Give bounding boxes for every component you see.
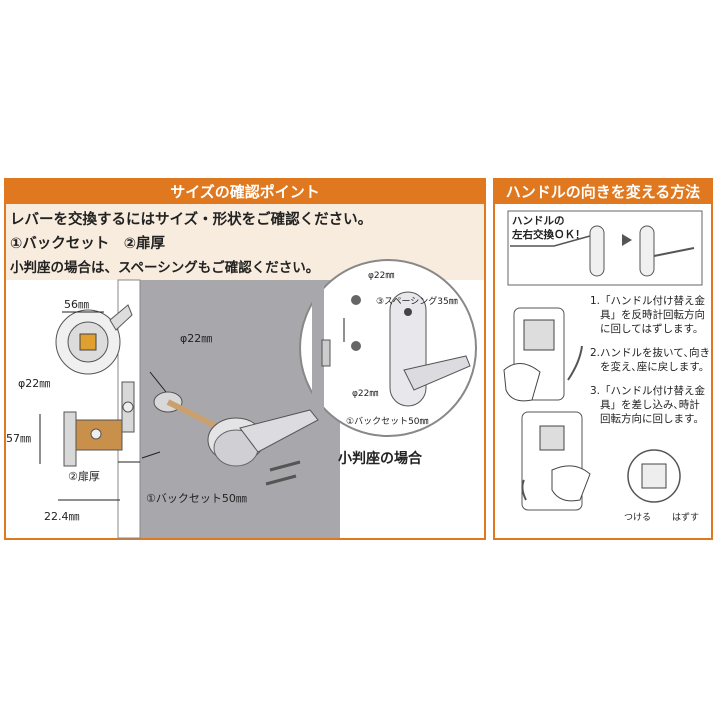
dim-phi22-center: φ22㎜ xyxy=(180,332,213,345)
instruction-line-1: レバーを交換するにはサイズ・形状をご確認ください。 xyxy=(10,212,373,228)
attach-label: つける xyxy=(624,513,652,523)
dim-57: 57㎜ xyxy=(6,432,31,445)
instruction-line-3: 小判座の場合は、スペーシングもご確認ください。 xyxy=(10,260,320,276)
inset-spacing: ③スペーシング35㎜ xyxy=(376,297,458,307)
step-2-line-2: を変え､座に戻します。 xyxy=(600,361,710,373)
step-2-line-1: 2.ハンドルを抜いて､向き xyxy=(590,347,710,359)
step-3-line-3: 回転方向に回します。 xyxy=(600,413,704,425)
step-1-line-3: に回してはずします。 xyxy=(600,323,704,335)
dim-phi22-left: φ22㎜ xyxy=(18,377,51,390)
size-check-header: サイズの確認ポイント xyxy=(6,180,484,204)
instruction-line-2: ①バックセット ②扉厚 xyxy=(10,236,166,252)
callout-line-1: ハンドルの xyxy=(512,215,565,227)
detach-label: はずす xyxy=(672,513,700,523)
inset-phi22-bottom: φ22㎜ xyxy=(352,389,379,399)
inset-caption: 小判座の場合 xyxy=(338,451,422,467)
handle-direction-header: ハンドルの向きを変える方法 xyxy=(495,180,711,204)
backset-label: ①バックセット50㎜ xyxy=(146,492,247,505)
step-3-line-1: 3.「ハンドル付け替え金 xyxy=(590,385,706,397)
inset-backset: ①バックセット50㎜ xyxy=(346,417,429,427)
dim-22-4: 22.4㎜ xyxy=(44,510,80,523)
callout-line-2: 左右交換ＯＫ！ xyxy=(512,229,586,241)
door-thickness-label: ②扉厚 xyxy=(68,470,100,483)
dim-56: 56㎜ xyxy=(64,298,89,311)
step-1-line-2: 具」を反時計回転方向 xyxy=(600,309,705,321)
step-3-line-2: 具」を差し込み､時計 xyxy=(600,399,700,411)
inset-phi22-top: φ22㎜ xyxy=(368,271,395,281)
step-1-line-1: 1.「ハンドル付け替え金 xyxy=(590,295,706,307)
